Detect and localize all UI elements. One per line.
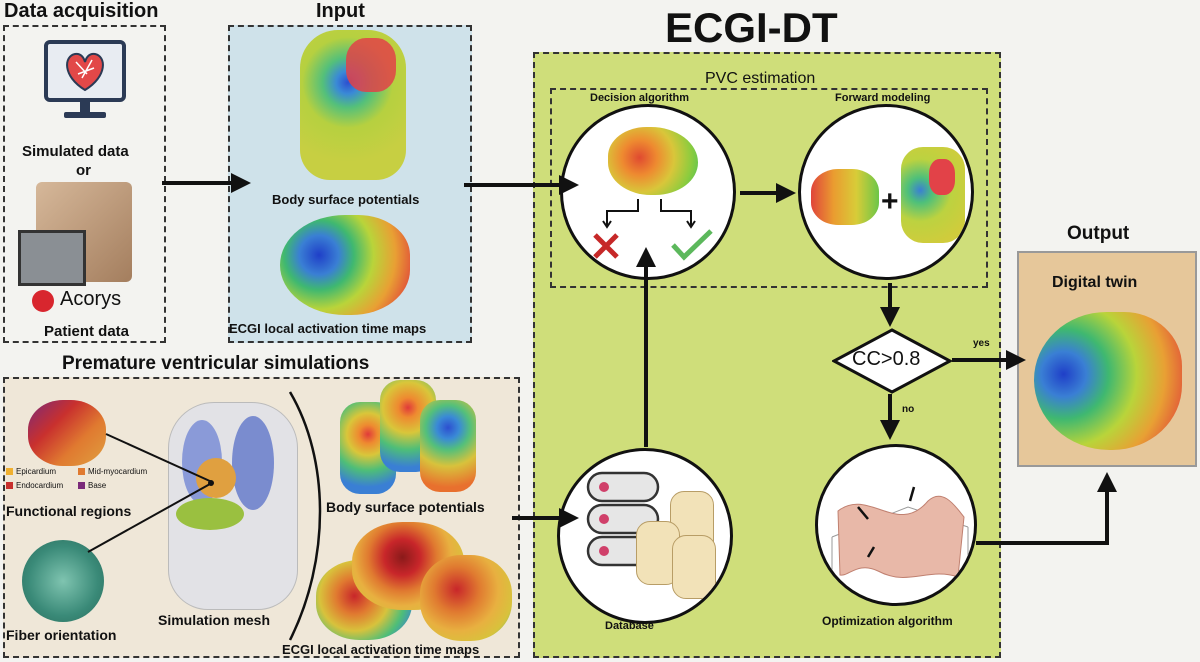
functional-regions-label: Functional regions [6,503,132,519]
legend-swatch-0 [6,468,13,475]
digital-twin-heart-map [1034,312,1182,450]
legend-swatch-3 [78,482,85,489]
premature-lat-label: ECGI local activation time maps [282,642,480,657]
cc-decision-diamond: CC>0.8 [832,328,952,394]
acorys-brand: Acorys [60,288,122,310]
simulation-mesh-heart [196,458,236,498]
page-title: ECGI-DT [665,4,838,51]
forward-heart-map [811,169,879,225]
premature-heading: Premature ventricular simulations [62,353,370,374]
premature-torso-3 [420,400,476,492]
output-heading: Output [1067,223,1130,244]
monitor-icon [42,38,128,128]
decision-heart-map [608,127,698,195]
digital-twin-label: Digital twin [1052,274,1138,291]
forward-label: Forward modeling [835,92,931,104]
forward-modeling-circle: + [798,104,974,280]
optimization-label: Optimization algorithm [822,614,953,628]
or-label: or [76,162,91,179]
legend-label-1: Mid-myocardium [88,467,148,476]
database-torso-3 [672,535,716,599]
fiber-orientation-label: Fiber orientation [6,627,117,643]
decision-label: Decision algorithm [590,92,690,104]
simulation-mesh-liver [176,498,244,530]
pvc-estimation-heading: PVC estimation [705,70,816,87]
input-lat-label: ECGI local activation time maps [229,321,427,336]
legend: Epicardium Mid-myocardium Endocardium Ba… [6,467,166,496]
database-label: Database [605,620,654,632]
legend-swatch-1 [78,468,85,475]
input-torso-red-spot [346,38,396,92]
fiber-heart-map [22,540,104,622]
legend-label-3: Base [88,481,107,490]
no-label: no [902,404,915,415]
cc-condition-label: CC>0.8 [852,348,921,370]
patient-screen-image [18,230,86,286]
yes-label: yes [973,338,990,349]
input-bsp-label: Body surface potentials [272,192,420,207]
premature-heart-3 [420,555,512,641]
legend-swatch-2 [6,482,13,489]
legend-label-2: Endocardium [16,481,64,490]
input-heart-map [280,215,410,315]
simulation-mesh-label: Simulation mesh [158,612,271,628]
data-acquisition-heading: Data acquisition [4,0,159,22]
plus-sign: + [881,185,899,218]
premature-bsp-label: Body surface potentials [326,499,485,515]
simulated-data-label: Simulated data [22,143,129,160]
patient-data-label: Patient data [44,323,130,340]
database-circle [557,448,733,624]
optimization-circle [815,444,977,606]
forward-torso-red-spot [929,159,955,195]
pvc-estimation-panel [550,88,988,288]
decision-algorithm-circle [560,104,736,280]
acorys-logo-icon [32,290,54,312]
functional-heart-map [28,400,106,466]
simulation-mesh-lung-right [232,416,274,510]
input-heading: Input [316,0,365,22]
legend-label-0: Epicardium [16,467,57,476]
